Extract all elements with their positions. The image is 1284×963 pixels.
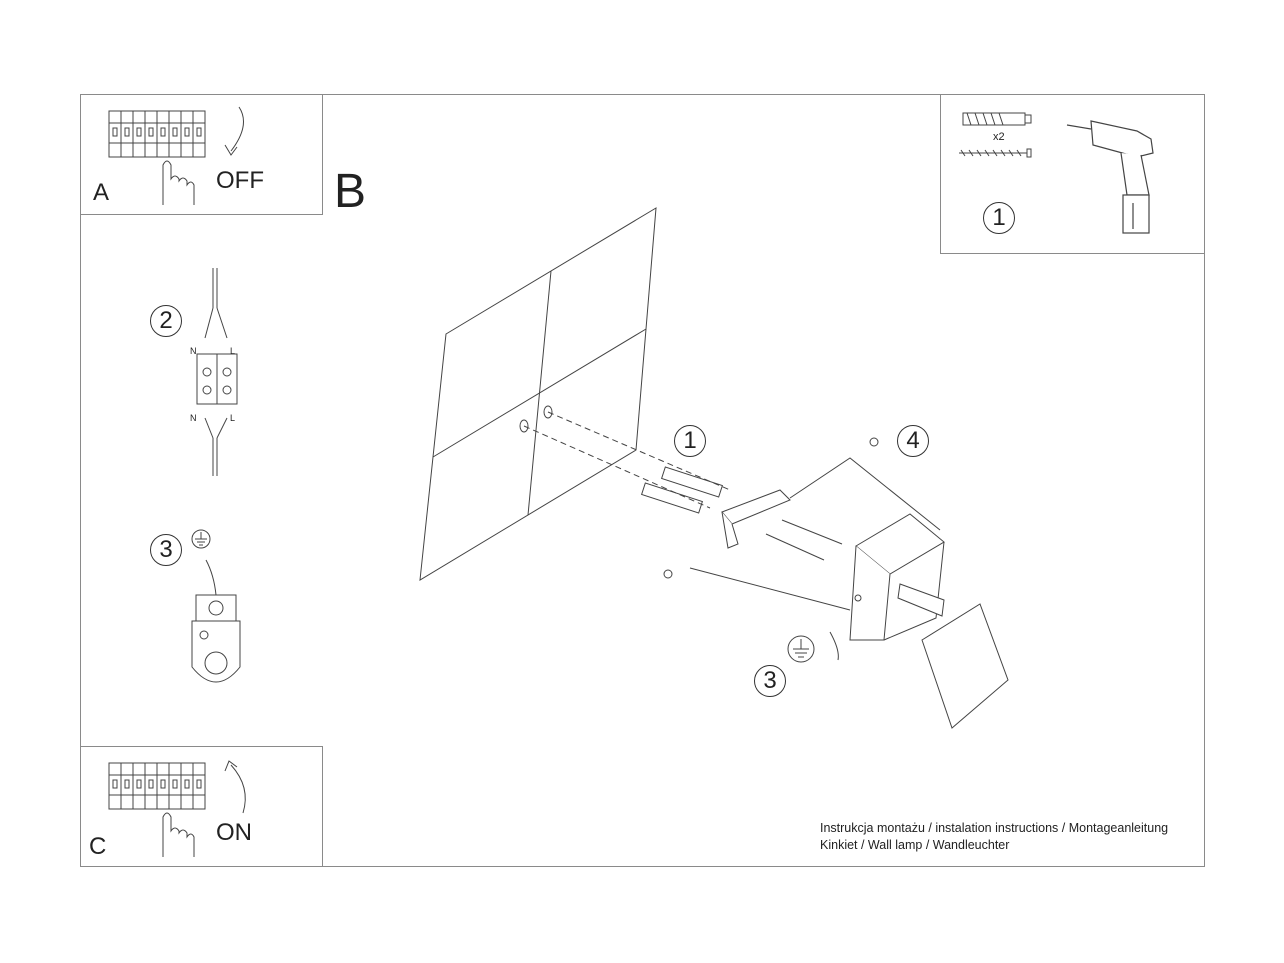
mounting-bracket: [721, 489, 791, 549]
wall-anchor: [640, 466, 724, 514]
ground-symbol-icon: [191, 529, 211, 549]
anchor-and-screw-icon: [959, 112, 1154, 234]
ground-symbol-icon: [787, 635, 815, 663]
step-1-anchors-badge: 1: [674, 425, 706, 457]
section-letter-b: B: [334, 165, 367, 218]
wire-label-l-top: L: [230, 346, 236, 356]
spotlight-head: [897, 583, 1009, 729]
drill-icon: [1066, 120, 1154, 234]
arrow-up-icon: [224, 760, 246, 814]
breaker-panel-icon: [108, 106, 244, 205]
arrow-down-icon: [224, 106, 244, 156]
hand-icon: [162, 160, 195, 205]
panel-a-power-off: A OFF: [80, 94, 323, 215]
step-3-ground-badge: 3: [754, 665, 786, 697]
caption-instructions: Instrukcja montażu / instalation instruc…: [820, 821, 1169, 835]
panel-c-power-on: C ON: [80, 746, 323, 867]
section-letter-a: A: [93, 179, 110, 206]
step-3-earth-badge: 3: [150, 534, 182, 566]
wire-label-n-top: N: [190, 346, 197, 356]
power-off-label: OFF: [216, 167, 264, 194]
instruction-frame: [80, 94, 1205, 867]
breaker-panel-icon: [108, 760, 246, 857]
hand-icon: [162, 812, 195, 857]
caption-product: Kinkiet / Wall lamp / Wandleuchter: [820, 838, 1010, 852]
terminal-block-icon: [196, 268, 238, 476]
wire-label-l-bottom: L: [230, 413, 236, 423]
lamp-box: [849, 513, 945, 641]
step-4-screw-badge: 4: [897, 425, 929, 457]
step-2-wiring-badge: 2: [150, 305, 182, 337]
step-1-tools-badge: 1: [983, 202, 1015, 234]
quantity-label: x2: [993, 131, 1005, 143]
earth-terminal-icon: [191, 559, 241, 683]
wall-panel: [419, 207, 657, 581]
wall-lamp-assembly-diagram: [419, 207, 1009, 729]
tools-panel: x2 1: [940, 94, 1205, 254]
section-letter-c: C: [89, 833, 107, 860]
wire-label-n-bottom: N: [190, 413, 197, 423]
power-on-label: ON: [216, 819, 252, 846]
